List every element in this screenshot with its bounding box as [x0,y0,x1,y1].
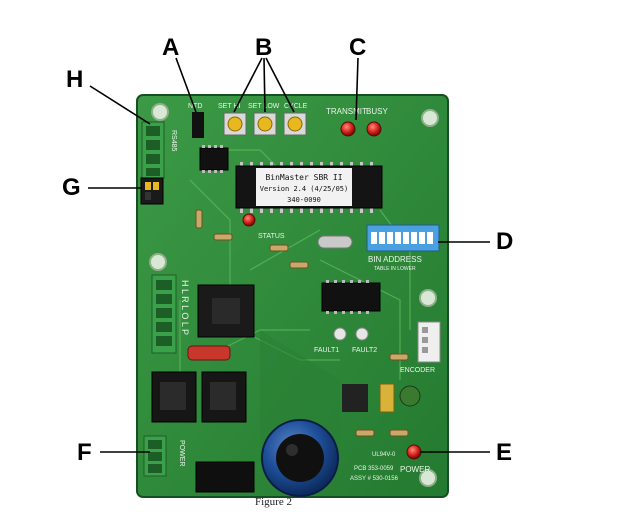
mount-hole-top-left [151,103,169,121]
chip-line-1: BinMaster SBR II [265,173,342,182]
terminal-block-hlr [151,274,177,354]
callout-e: E [496,439,513,466]
encoder-connector [417,321,441,363]
callout-a: A [162,34,180,61]
label-fault1: FAULT1 [314,347,339,354]
label-power: POWER [400,465,430,474]
leader-c [355,57,359,121]
pushbutton-set-hi [223,112,247,136]
chip-line-2: Version 2.4 (4/25/05) [260,185,349,193]
label-pcb: PCB 353-0059 [354,466,394,472]
leader-b-3 [265,57,295,113]
label-rs485: RS485 [170,130,177,152]
callout-f: F [77,439,92,466]
callout-c: C [349,34,367,61]
resistors [195,209,409,437]
dip-switch-bin-address [366,224,440,252]
mount-hole-bottom-right [419,469,437,487]
label-set-hi: SET HI [218,103,240,110]
led-status [242,213,256,227]
led-fault2 [355,327,369,341]
mount-hole-left-mid [149,253,167,271]
power-resistor [187,345,231,361]
mount-hole-top-right [421,109,439,127]
ntd-jumper [192,112,204,138]
terminal-block-power [143,435,167,477]
label-ul: UL94V-0 [372,452,396,458]
leader-b-1 [233,57,263,113]
bridge-rectifier [195,461,255,493]
terminal-block-rs485 [141,121,165,179]
label-assy: ASSY # 530-0156 [350,476,399,482]
label-busy: BUSY [366,107,388,116]
relay-right [201,371,247,423]
label-power-side: POWER [178,440,185,466]
callout-d: D [496,228,514,255]
label-cycle: CYCLE [284,103,308,110]
electrolytic-capacitor [261,419,339,497]
led-transmit [340,121,356,137]
small-ic [199,145,229,173]
heatsink-block [197,284,255,338]
led-fault1 [333,327,347,341]
callout-g: G [62,174,81,201]
secondary-ic [321,280,381,314]
pushbutton-set-low [253,112,277,136]
label-fault2: FAULT2 [352,347,377,354]
callout-h: H [66,66,84,93]
callout-lines [88,57,490,453]
label-hlr: H L R L O L P [180,280,190,335]
capacitor-yellow [379,383,395,413]
led-power [406,444,422,460]
small-capacitor [399,385,421,407]
led-busy [366,121,382,137]
chip-label: BinMaster SBR II Version 2.4 (4/25/05) 3… [260,173,349,204]
mount-hole-right-mid [419,289,437,307]
pushbutton-cycle [283,112,307,136]
label-bin-address: BIN ADDRESS [368,255,422,264]
leader-h [89,85,151,125]
label-set-low: SET LOW [248,103,280,110]
relay-left [151,371,197,423]
label-status: STATUS [258,233,285,240]
microcontroller-chip [235,162,383,213]
callout-b: B [255,34,273,61]
figure-caption: Figure 2 [255,496,292,508]
leader-a [175,57,197,113]
transistor [342,384,368,412]
label-ntd: NTD [188,103,202,110]
leader-b-2 [263,57,266,113]
label-transmit: TRANSMIT [326,107,367,116]
chip-line-3: 340-0090 [287,196,321,204]
jumper-block-g [140,177,164,205]
silkscreen-labels: NTD SET HI SET LOW CYCLE TRANSMIT BUSY S… [170,103,435,482]
label-encoder: ENCODER [400,367,435,374]
crystal-oscillator [317,235,353,249]
label-table-ref: TABLE IN LOWER [374,266,416,272]
